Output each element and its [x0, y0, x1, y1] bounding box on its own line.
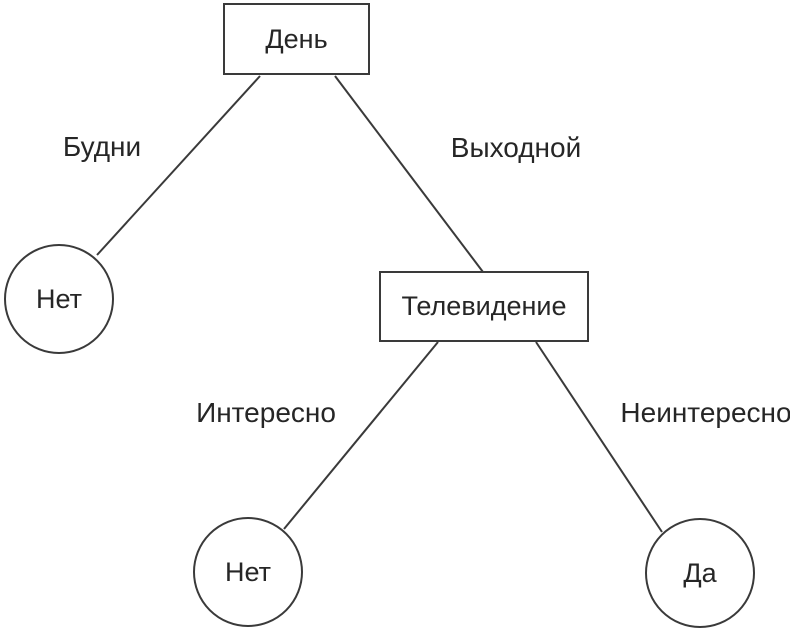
edge-label-neinteresno: Неинтересно — [620, 397, 790, 428]
leaf-weekday-no: Нет — [4, 244, 114, 354]
node-television: Телевидение — [379, 271, 589, 342]
leaf-weekday-no-label: Нет — [36, 283, 82, 314]
edge-budni-line — [96, 75, 261, 256]
leaf-boring-yes-label: Да — [683, 557, 717, 588]
edge-vyhodnoy-line — [334, 75, 484, 273]
leaf-boring-yes: Да — [645, 518, 755, 628]
node-television-label: Телевидение — [401, 291, 567, 321]
leaf-interesting-no-label: Нет — [225, 556, 271, 587]
edge-neinteresno-line — [535, 341, 663, 533]
edge-label-budni: Будни — [62, 131, 142, 162]
edge-interesno-line — [283, 341, 439, 530]
edge-label-vyhodnoy: Выходной — [450, 132, 582, 163]
edge-label-interesno: Интересно — [196, 397, 336, 428]
leaf-interesting-no: Нет — [193, 517, 303, 627]
node-day: День — [223, 3, 370, 75]
node-day-label: День — [265, 23, 328, 54]
